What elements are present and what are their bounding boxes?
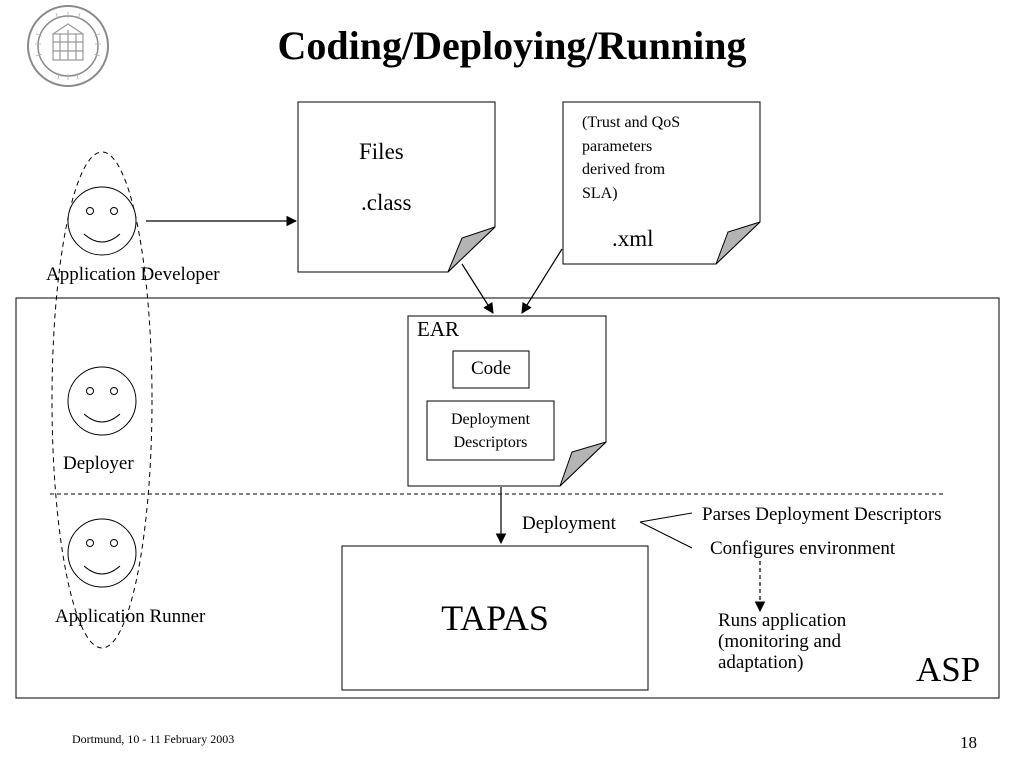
code-box [452,350,530,389]
deployment-fork-lower [639,521,693,549]
runs-application-line: adaptation) [718,652,804,673]
descriptors-box [426,400,555,461]
configures-environment-label: Configures environment [710,538,896,559]
asp-container [15,297,1000,699]
files-document-icon [297,101,496,273]
files-label: Files [359,139,404,164]
university-seal-logo [27,5,109,87]
ear-label: EAR [417,317,459,341]
developer-smiley-icon [67,186,137,256]
slide-title: Coding/Deploying/Running [277,23,747,68]
xml-document-icon [562,101,761,265]
deployer-label: Deployer [63,453,134,474]
xml-note-line: derived from [582,161,666,178]
deployer-smiley-icon [67,366,137,436]
runs-application-label: Runs application (monitoring and adaptat… [718,610,846,673]
parses-descriptors-label: Parses Deployment Descriptors [702,504,942,525]
page-number: 18 [960,733,977,752]
tapas-label: TAPAS [441,598,549,638]
footer-location-date: Dortmund, 10 - 11 February 2003 [72,732,235,746]
runner-smiley-icon [67,518,137,588]
runs-application-line: (monitoring and [718,631,841,652]
xml-label: .xml [612,226,654,251]
code-label: Code [470,358,512,379]
asp-label: ASP [916,650,981,689]
xml-note-line: parameters [582,137,653,155]
xml-note: (Trust and QoS parameters derived from S… [582,111,680,205]
runs-application-line: Runs application [718,610,847,631]
tapas-box [341,545,649,691]
descriptors-line: Deployment [450,411,531,428]
files-to-ear-arrow [461,263,494,314]
actors-group-outline [51,151,153,649]
deployment-label: Deployment [522,513,616,534]
runner-label: Application Runner [55,606,206,627]
xml-note-line: SLA) [582,184,618,202]
xml-to-ear-arrow [521,248,563,314]
class-label: .class [361,190,412,215]
deployment-fork-upper [639,512,693,523]
descriptors-label: Deployment Descriptors [427,408,554,454]
xml-note-line: (Trust and QoS [582,114,681,131]
developer-label: Application Developer [46,264,220,285]
descriptors-line: Descriptors [453,434,528,451]
